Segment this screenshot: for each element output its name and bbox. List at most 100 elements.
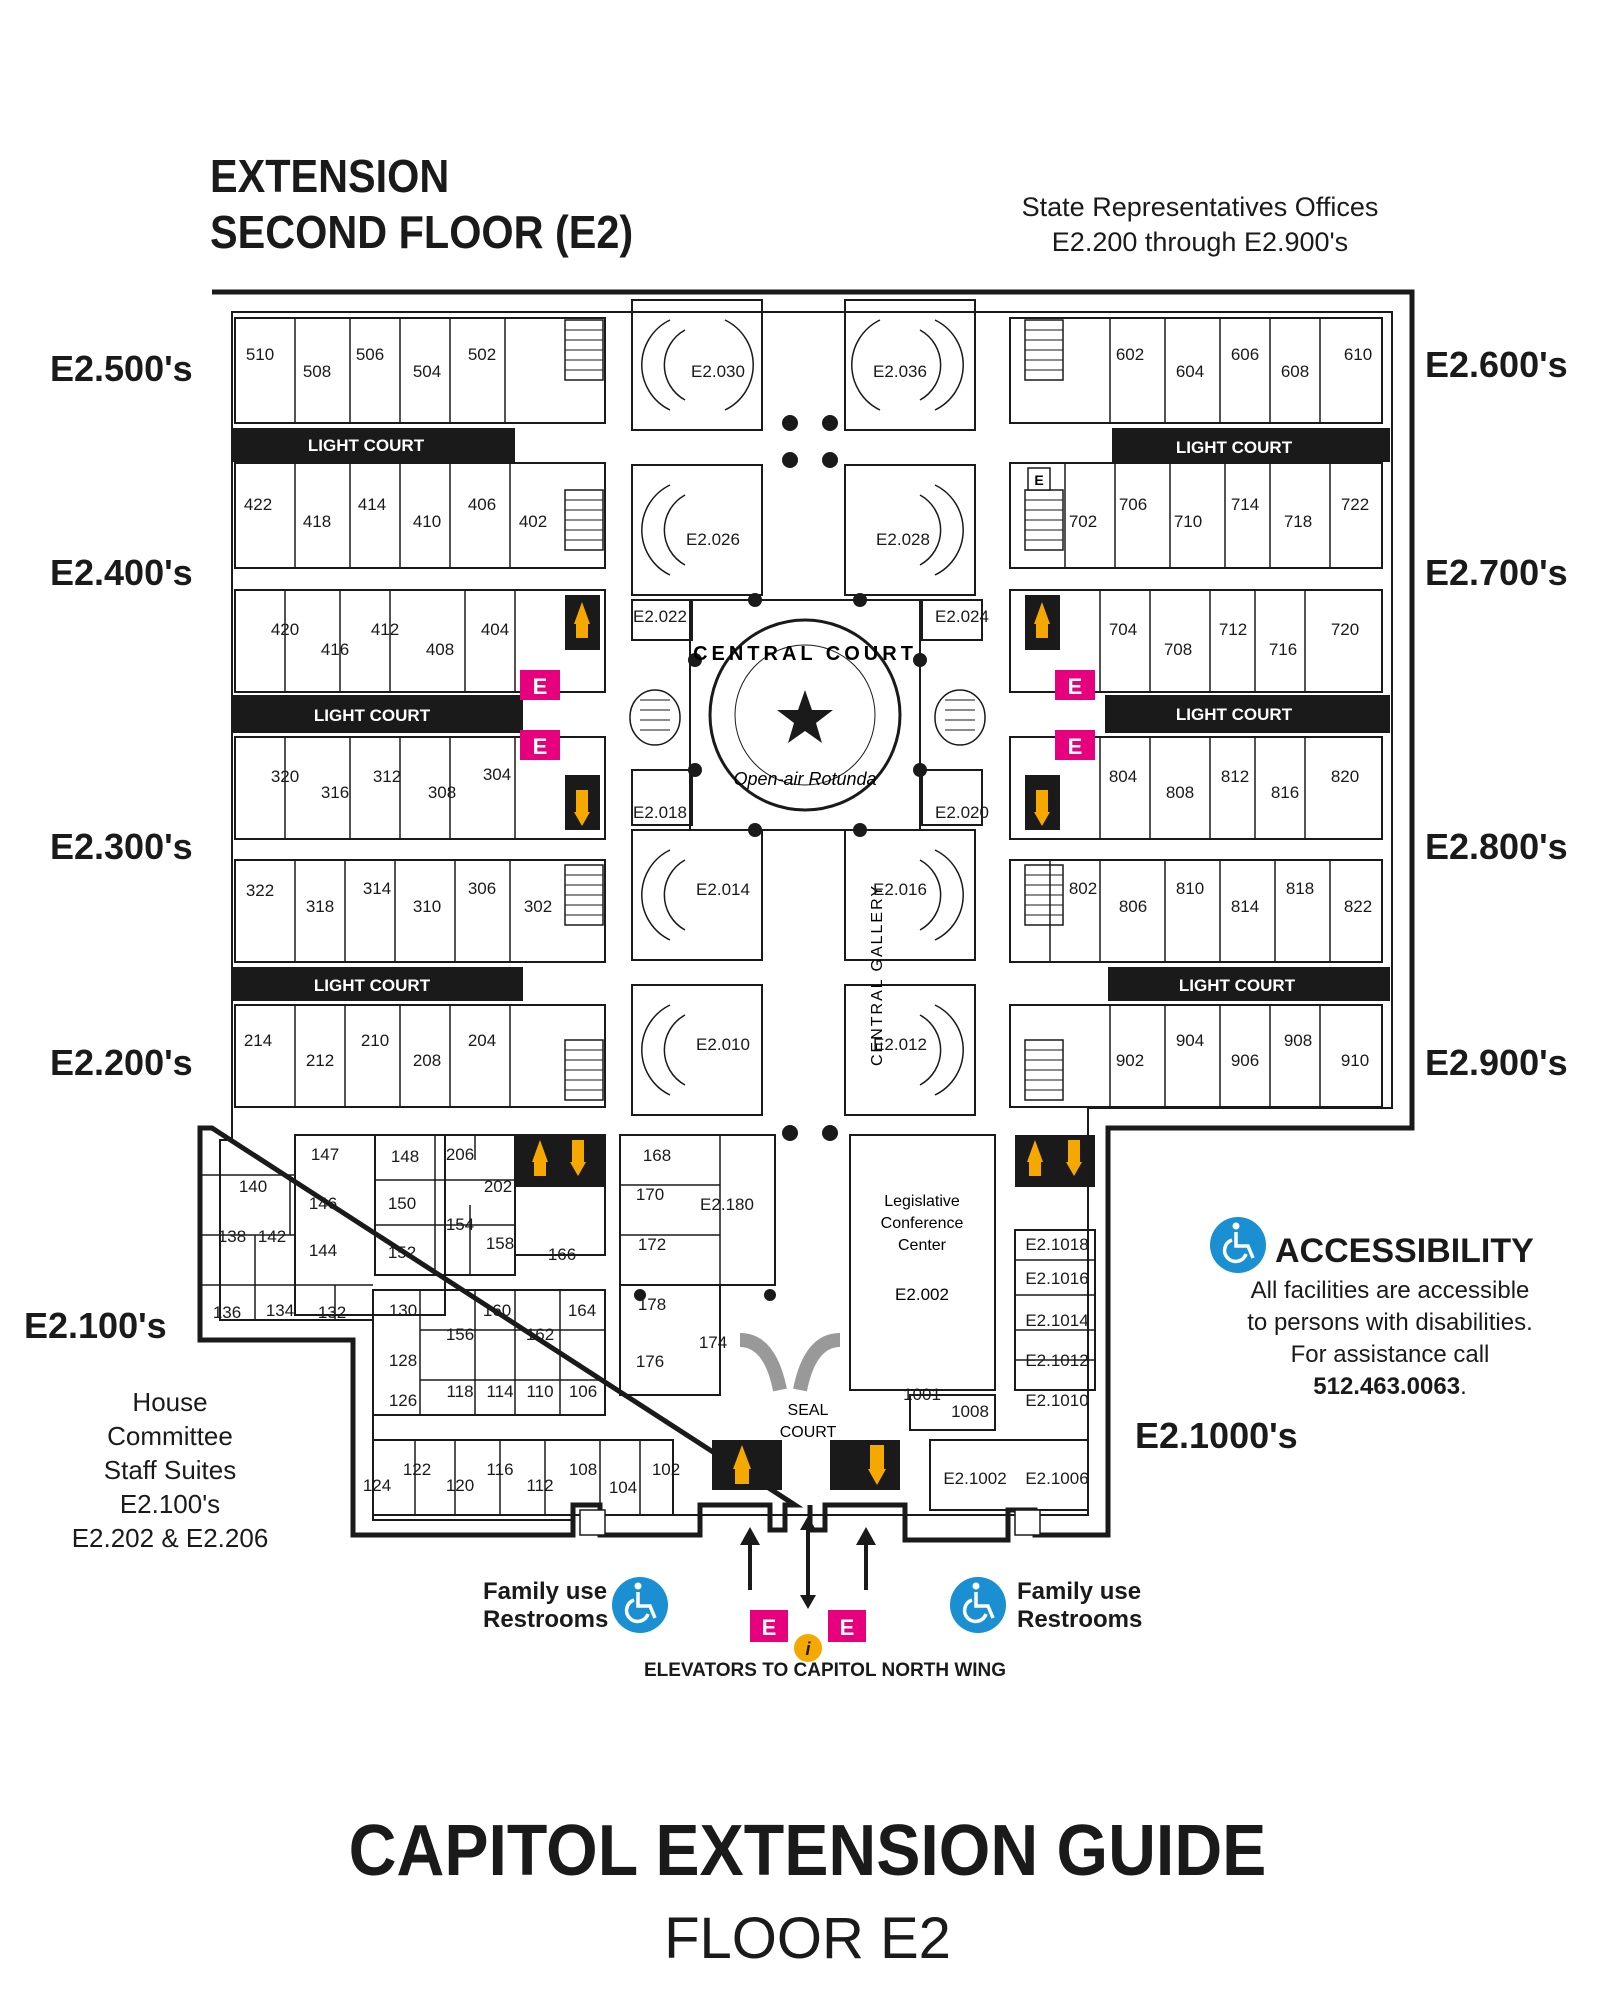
elevator-icon (828, 1610, 866, 1642)
family-restroom-right: Family use Restrooms (1017, 1578, 1142, 1634)
guide-subtitle: FLOOR E2 (664, 1906, 951, 1971)
room-number: 822 (1344, 897, 1372, 916)
room-number: 170 (636, 1185, 664, 1204)
accessibility-text: All facilities are accessible to persons… (1215, 1275, 1565, 1403)
room-number: 412 (371, 620, 399, 639)
room-number: 122 (403, 1460, 431, 1479)
women-figure-icon (532, 1140, 548, 1176)
elevator-icon (1055, 670, 1095, 700)
room-number: 120 (446, 1476, 474, 1495)
central-gallery-label: CENTRAL GALLERY (869, 884, 886, 1066)
room-number: 140 (239, 1177, 267, 1196)
men-figure-icon (1066, 1140, 1082, 1176)
family-restroom-right-line2: Restrooms (1017, 1606, 1143, 1633)
house-note-line1: House (132, 1387, 208, 1417)
room-number: 402 (519, 512, 547, 531)
room-number: 706 (1119, 495, 1147, 514)
room-number: 208 (413, 1051, 441, 1070)
room-number: 136 (213, 1303, 241, 1322)
rep-offices-note: State Representatives Offices E2.200 thr… (1000, 190, 1400, 260)
light-court-600 (1112, 428, 1390, 462)
room-number: 422 (244, 495, 272, 514)
room-number: 608 (1281, 362, 1309, 381)
restroom-icon (830, 1440, 900, 1490)
star-icon (777, 690, 833, 743)
men-figure-icon (1034, 790, 1050, 826)
family-restroom-left-line2: Restrooms (483, 1606, 609, 1633)
room-number: 510 (246, 345, 274, 364)
room-number: 906 (1231, 1051, 1259, 1070)
room-number: 410 (413, 512, 441, 531)
wing-label-700: E2.700's (1425, 552, 1568, 593)
conference-line3: Center (898, 1237, 947, 1254)
room-number: 414 (358, 495, 386, 514)
room-number: E2.1002 (943, 1469, 1006, 1488)
room-number: 408 (426, 640, 454, 659)
room-number: 162 (526, 1325, 554, 1344)
room-number: 714 (1231, 495, 1259, 514)
room-number: 404 (481, 620, 509, 639)
elevator-label: E (1068, 674, 1083, 699)
family-restroom-right-line1: Family use (1017, 1578, 1142, 1605)
house-note-line3: Staff Suites (103, 1455, 237, 1485)
room-number: 720 (1331, 620, 1359, 639)
room-number: 416 (321, 640, 349, 659)
accessibility-phone-row: 512.463.0063. (1215, 1371, 1565, 1403)
room-number: 314 (363, 879, 391, 898)
room-number: E2.1016 (1025, 1269, 1088, 1288)
room-number: 1008 (951, 1402, 989, 1421)
room-number: 812 (1221, 767, 1249, 786)
room-number: 716 (1269, 640, 1297, 659)
room-number: 124 (363, 1476, 391, 1495)
house-note-line4: E2.100's (119, 1489, 221, 1519)
accessibility-line1: All facilities are accessible (1250, 1277, 1530, 1304)
accessibility-line2: to persons with disabilities. (1247, 1309, 1533, 1336)
room-number: E2.010 (696, 1035, 750, 1054)
room-number: E2.036 (873, 362, 927, 381)
rotunda-label: Open-air Rotunda (733, 769, 876, 789)
room-number: 172 (638, 1235, 666, 1254)
elevator-small-box (1027, 467, 1051, 491)
house-committee-note: House Committee Staff Suites E2.100's E2… (70, 1385, 270, 1555)
column-dots (634, 415, 927, 1301)
room-number: 134 (266, 1301, 294, 1320)
room-number: E2.022 (633, 607, 687, 626)
room-number: 214 (244, 1031, 272, 1050)
room-number: E2.180 (700, 1195, 754, 1214)
elevator-label: E (1068, 734, 1083, 759)
room-number: 820 (1331, 767, 1359, 786)
wing-label-300: E2.300's (50, 826, 193, 867)
room-number: 816 (1271, 783, 1299, 802)
room-number: 502 (468, 345, 496, 364)
room-number: 152 (388, 1243, 416, 1262)
info-icon (794, 1634, 822, 1662)
wing-label-100: E2.100's (24, 1305, 167, 1346)
light-court-600-label: LIGHT COURT (1176, 438, 1293, 457)
room-number: 150 (388, 1194, 416, 1213)
seal-court-line2: COURT (780, 1424, 837, 1441)
room-number: 504 (413, 362, 441, 381)
elevator-icon (520, 730, 560, 760)
elevator-small-label: E (1034, 472, 1043, 488)
room-number: 302 (524, 897, 552, 916)
room-number: 606 (1231, 345, 1259, 364)
elevator-label: E (533, 674, 548, 699)
room-number: 804 (1109, 767, 1137, 786)
house-note-line2: Committee (107, 1421, 233, 1451)
room-number: E2.1018 (1025, 1235, 1088, 1254)
conference-line2: Conference (881, 1215, 964, 1232)
map-title: EXTENSION SECOND FLOOR (E2) (210, 148, 633, 260)
room-number: E2.030 (691, 362, 745, 381)
accessibility-period: . (1460, 1373, 1467, 1400)
house-note-line5: E2.202 & E2.206 (71, 1523, 269, 1553)
room-number: 902 (1116, 1051, 1144, 1070)
info-label: i (805, 1639, 811, 1659)
seal-court-line1: SEAL (788, 1402, 829, 1419)
wing-label-400: E2.400's (50, 552, 193, 593)
room-number: 104 (609, 1478, 637, 1497)
room-number: 418 (303, 512, 331, 531)
room-number: 506 (356, 345, 384, 364)
accessibility-icons (612, 1217, 1266, 1633)
room-number: 156 (446, 1325, 474, 1344)
room-number: 806 (1119, 897, 1147, 916)
